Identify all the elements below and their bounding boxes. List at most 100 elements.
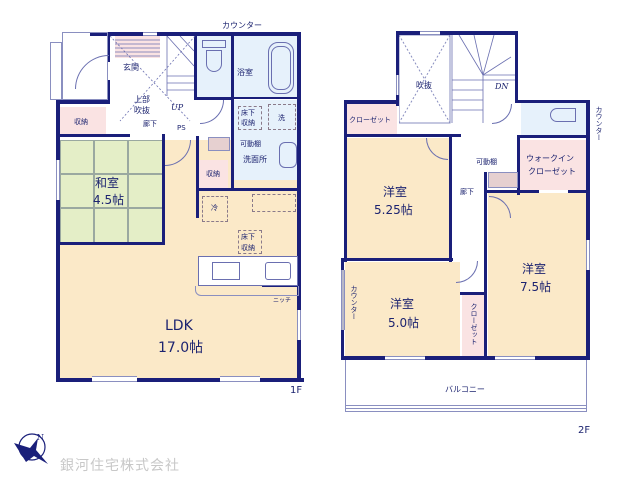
movable-shelf-2f xyxy=(488,172,518,188)
wall xyxy=(297,32,301,382)
room-walk-in-closet xyxy=(520,140,588,190)
label-washer: 洗 xyxy=(278,114,285,122)
toilet-icon-2f xyxy=(550,108,576,122)
movable-shelf xyxy=(208,137,230,151)
label-washroom: 洗面所 xyxy=(243,155,267,164)
label-closet-top: クローゼット xyxy=(349,116,391,124)
wall xyxy=(231,32,234,190)
wall xyxy=(515,31,518,103)
label-ps: PS xyxy=(177,124,186,132)
hallway-floor xyxy=(162,140,196,170)
counter-lower xyxy=(195,286,299,296)
label-washitsu: 和室 xyxy=(95,176,120,190)
label-ldk-size: 17.0帖 xyxy=(158,340,204,356)
window xyxy=(495,356,535,360)
label-balcony: バルコニー xyxy=(445,385,485,394)
label-movable-shelf-2f: 可動棚 xyxy=(476,158,497,166)
label-closet-small: クローゼット xyxy=(470,303,478,345)
label-wic-1: ウォークイン xyxy=(526,154,574,163)
room-youshitsu-5-25 xyxy=(347,138,449,258)
label-dn: DN xyxy=(495,82,509,91)
label-rouka-2f: 廊下 xyxy=(460,188,474,196)
label-fukinuke-2f: 吹抜 xyxy=(416,81,432,90)
window xyxy=(420,31,440,35)
cupboard-box xyxy=(252,194,296,212)
wall xyxy=(568,190,588,193)
fukinuke-void-2f xyxy=(399,35,515,124)
wall xyxy=(341,356,590,360)
label-washitsu-size: 4.5帖 xyxy=(93,193,125,207)
floor-label-2f: 2F xyxy=(578,425,591,436)
window xyxy=(385,356,425,360)
label-up: UP xyxy=(171,103,184,112)
label-counter: カウンター xyxy=(222,21,262,30)
toilet-icon xyxy=(206,50,222,72)
label-niche: ニッチ xyxy=(273,297,292,304)
room-washitsu xyxy=(60,140,163,243)
washer-box xyxy=(268,104,296,130)
wall xyxy=(60,134,130,137)
window xyxy=(143,32,157,36)
wall xyxy=(162,134,165,244)
company-name: 銀河住宅株式会社 xyxy=(60,458,180,474)
underfloor-storage-box-2 xyxy=(238,230,262,254)
wall xyxy=(57,100,107,104)
stove-icon xyxy=(265,262,291,280)
wall xyxy=(517,135,520,195)
room-washroom xyxy=(233,100,299,180)
label-movable-shelf: 可動棚 xyxy=(240,140,261,148)
underfloor-storage-box xyxy=(238,106,262,130)
label-wic-2: クローゼット xyxy=(528,167,576,176)
svg-text:N: N xyxy=(37,433,44,442)
label-fukinuke-2: 吹抜 xyxy=(134,106,150,115)
wall xyxy=(196,136,199,190)
floor-plan-2f: 吹抜 DN クローゼット カウンター 可動棚 ウォークイン クローゼット 廊下 … xyxy=(341,31,603,436)
wall xyxy=(586,100,590,360)
wall xyxy=(484,172,487,360)
balcony xyxy=(345,360,587,412)
room-youshitsu-7-5 xyxy=(488,193,588,358)
label-youshitsu-5-25: 洋室 xyxy=(383,185,408,199)
label-counter-right: カウンター xyxy=(595,106,603,141)
room-storage-small xyxy=(198,160,228,188)
bathtub-icon xyxy=(268,42,294,94)
wall xyxy=(56,100,60,382)
wall xyxy=(396,31,518,35)
wall xyxy=(56,378,304,382)
wall xyxy=(60,242,165,245)
wall xyxy=(196,188,199,218)
label-youshitsu-7-5: 洋室 xyxy=(522,262,547,276)
wall xyxy=(194,97,232,100)
balcony-rail xyxy=(345,405,587,409)
fridge-box xyxy=(202,196,228,222)
wall xyxy=(231,97,301,99)
wall xyxy=(484,190,539,193)
wall xyxy=(344,134,461,137)
floor-label-1f: 1F xyxy=(290,385,303,396)
compass-bird-logo-icon: N xyxy=(14,433,48,464)
window xyxy=(586,240,590,270)
room-youshitsu-5-0 xyxy=(345,262,460,358)
wall xyxy=(107,32,110,62)
wall xyxy=(344,100,399,104)
label-ldk: LDK xyxy=(165,318,193,334)
wall xyxy=(449,134,452,262)
label-genkan: 玄関 xyxy=(123,63,139,72)
label-underfloor-1: 床下 xyxy=(241,109,255,117)
label-youshitsu-7-5-size: 7.5帖 xyxy=(520,280,552,294)
wall xyxy=(341,258,453,261)
label-bathroom: 浴室 xyxy=(237,68,253,77)
wall xyxy=(344,100,347,262)
label-underfloor-2: 収納 xyxy=(241,119,255,127)
window xyxy=(396,75,399,95)
label-counter-left: カウンター xyxy=(350,285,358,320)
wall xyxy=(460,292,486,295)
door-5-0[interactable] xyxy=(456,261,478,283)
window xyxy=(56,160,60,200)
wall xyxy=(196,188,301,191)
wall xyxy=(517,135,587,138)
label-youshitsu-5-0: 洋室 xyxy=(390,297,415,311)
porch xyxy=(62,32,108,100)
room-storage-left xyxy=(60,107,106,135)
wall xyxy=(515,100,590,103)
